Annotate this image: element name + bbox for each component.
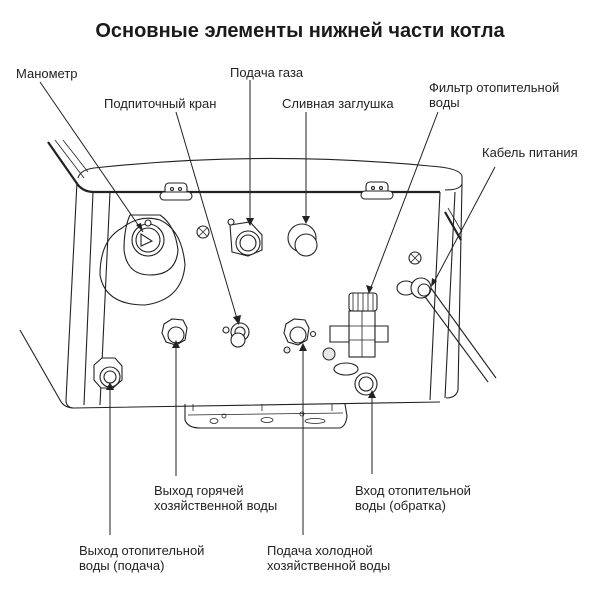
arrow-gas-supply [246, 218, 254, 226]
label-heating-return-line1: Вход отопительной [355, 483, 471, 498]
label-drain-plug: Сливная заглушка [282, 96, 394, 111]
gas-supply-fitting [227, 218, 263, 257]
top-hinge-left [159, 182, 193, 201]
top-hinge-right [360, 181, 394, 200]
manometer [99, 214, 186, 306]
mounting-bracket [184, 403, 348, 429]
arrow-cold-dhw [299, 343, 307, 351]
arrow-heating-supply [106, 382, 114, 390]
arrow-heating-return [368, 390, 376, 398]
leader-makeup-valve [175, 111, 239, 323]
makeup-valve [222, 322, 250, 348]
label-heating-return-line2: воды (обратка) [355, 498, 446, 513]
label-heating-supply-line2: воды (подача) [79, 558, 165, 573]
leader-lines [39, 80, 496, 535]
label-hot-dhw-outlet-line1: Выход горячей [154, 483, 244, 498]
arrow-manometer [136, 223, 143, 232]
label-power-cable: Кабель питания [482, 145, 578, 160]
label-manometer: Манометр [16, 66, 78, 81]
label-heating-filter-line1: Фильтр отопительной [429, 80, 560, 95]
label-hot-dhw-outlet: Выход горячей хозяйственной воды [154, 483, 277, 513]
drain-plug [287, 223, 318, 257]
label-gas-supply: Подача газа [230, 65, 304, 80]
power-cable [396, 277, 497, 383]
leader-power-cable [432, 166, 496, 285]
arrow-hot-dhw [172, 340, 180, 348]
hot-dhw-outlet-fitting [161, 318, 188, 346]
label-cold-dhw-inlet-line1: Подача холодной [267, 543, 373, 558]
diagram-title: Основные элементы нижней части котла [95, 20, 505, 42]
label-heating-filter: Фильтр отопительной воды [429, 80, 559, 110]
label-cold-dhw-inlet-line2: хозяйственной воды [267, 558, 391, 573]
leader-filter [369, 111, 439, 291]
label-cold-dhw-inlet: Подача холодной хозяйственной воды [267, 543, 390, 573]
label-heating-supply: Выход отопительной воды (подача) [79, 543, 204, 573]
leader-manometer [39, 81, 144, 233]
cold-dhw-inlet-fitting [283, 318, 317, 354]
label-makeup-valve: Подпиточный кран [104, 96, 217, 111]
screw-left [196, 225, 210, 239]
label-hot-dhw-outlet-line2: хозяйственной воды [154, 498, 278, 513]
label-heating-return: Вход отопительной воды (обратка) [355, 483, 471, 513]
arrow-filter [366, 285, 373, 294]
heating-supply-fitting [93, 357, 123, 389]
arrow-power-cable [431, 278, 437, 287]
heating-water-filter [322, 292, 389, 396]
label-heating-supply-line1: Выход отопительной [79, 543, 205, 558]
arrow-makeup-valve [233, 315, 241, 325]
label-heating-filter-line2: воды [429, 95, 460, 110]
arrow-drain-plug [302, 216, 310, 224]
screw-right [408, 251, 422, 265]
boiler-casing [19, 139, 463, 409]
